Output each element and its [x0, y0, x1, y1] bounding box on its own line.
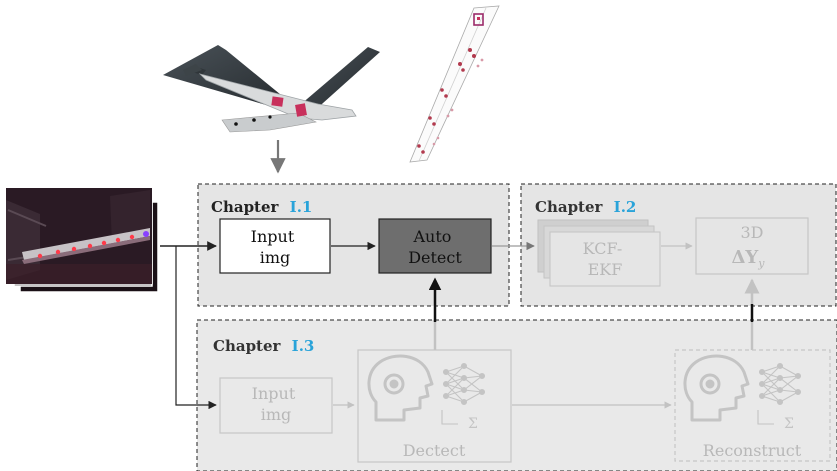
- output-delta-main: ΔY: [731, 247, 759, 268]
- chapter-i2-label: Chapter: [535, 198, 604, 216]
- kcf-ekf-line2: EKF: [588, 260, 623, 279]
- input-img-2-box: [219, 377, 333, 434]
- input-img-2-text: Input img: [252, 384, 301, 424]
- auto-detect-line2: Detect: [408, 248, 462, 267]
- input-img-box: [219, 218, 331, 274]
- chapter-i3-number: I.3: [292, 337, 315, 355]
- auto-detect-line1: Auto: [412, 227, 451, 246]
- neural-network-icon: Σ: [441, 362, 486, 432]
- chapter-i1-title: Chapter I.1: [211, 198, 312, 216]
- output-delta-label: ΔYy: [731, 247, 765, 270]
- detect-block-label: Dectect: [403, 441, 466, 460]
- detect-block: [357, 349, 512, 463]
- ai-head-icon: [683, 354, 750, 422]
- input-img-line2: img: [260, 248, 291, 267]
- neural-network-icon: Σ: [757, 362, 802, 432]
- auto-detect-box: [378, 218, 492, 274]
- reconstruct-block-label: Reconstruct: [703, 441, 802, 460]
- chapter-i2-title: Chapter I.2: [535, 198, 636, 216]
- chapter-i3-title: Chapter I.3: [213, 337, 314, 355]
- reconstruct-block: [674, 349, 831, 462]
- svg-text:Σ: Σ: [468, 416, 478, 432]
- wing-marker-strip-icon: [409, 5, 500, 163]
- led-wing-photo-stack-icon: [5, 187, 159, 293]
- input-img-line1: Input: [251, 227, 295, 246]
- input-img-2-line1: Input: [252, 384, 296, 403]
- kcf-ekf-text: KCF- EKF: [583, 239, 628, 279]
- airplane-model-icon: [163, 45, 380, 133]
- output-3d-label: 3D: [740, 223, 763, 242]
- output-delta-subscript: y: [757, 257, 765, 270]
- ai-head-icon: [367, 354, 434, 422]
- input-img-text: Input img: [251, 227, 300, 267]
- kcf-ekf-line1: KCF-: [583, 239, 623, 258]
- kcf-ekf-stack: [537, 219, 661, 287]
- chapter-i1-label: Chapter: [211, 198, 280, 216]
- input-img-2-line2: img: [261, 405, 292, 424]
- photo-to-input2-line: [175, 246, 217, 410]
- chapter-i2-number: I.2: [614, 198, 637, 216]
- svg-text:Σ: Σ: [784, 416, 794, 432]
- auto-detect-text: Auto Detect: [408, 227, 462, 267]
- chapter-i1-number: I.1: [290, 198, 313, 216]
- chapter-i3-label: Chapter: [213, 337, 282, 355]
- output-3d-box: [695, 217, 809, 275]
